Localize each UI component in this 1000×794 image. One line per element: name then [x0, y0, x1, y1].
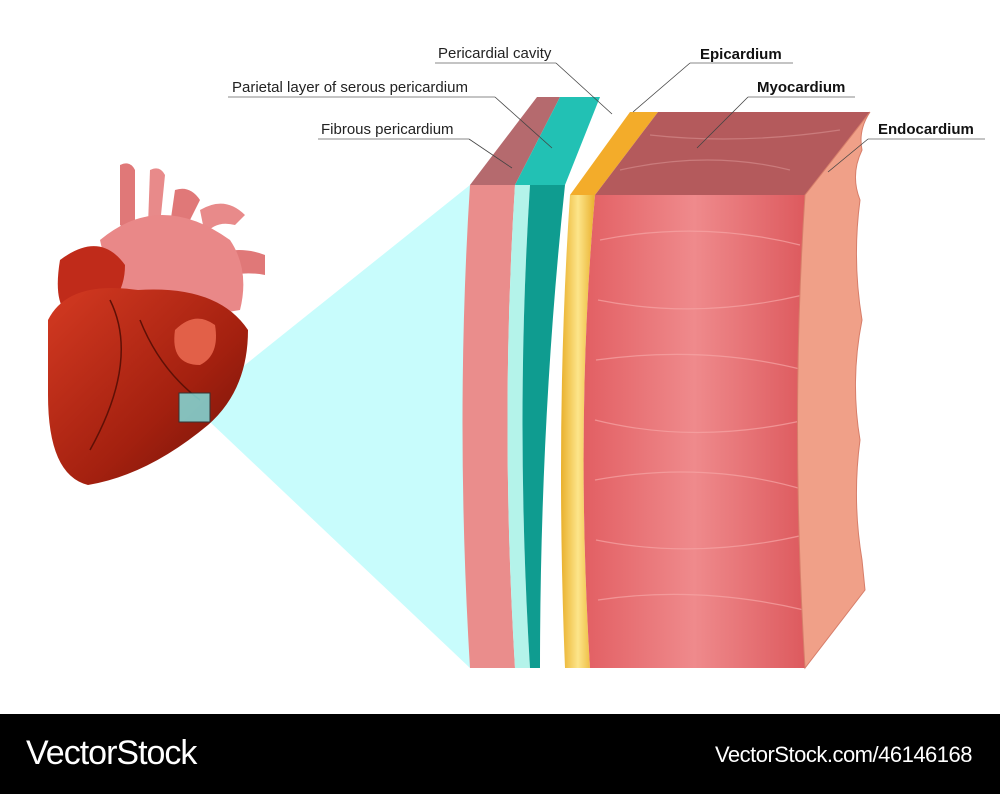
label-parietal-layer: Parietal layer of serous pericardium [228, 79, 553, 149]
magnifier-projection [210, 185, 470, 668]
image-id: VectorStock.com/46146168 [714, 742, 973, 767]
svg-text:Fibrous pericardium: Fibrous pericardium [321, 121, 454, 138]
label-epicardium: Epicardium [632, 46, 793, 113]
magnifier-square [178, 392, 211, 423]
fibrous-pericardium-layer [462, 97, 560, 668]
parietal-serous-layer [507, 97, 600, 668]
svg-text:Myocardium: Myocardium [757, 79, 845, 96]
endocardium-layer [797, 111, 871, 670]
svg-text:Endocardium: Endocardium [878, 121, 974, 138]
label-fibrous-pericardium: Fibrous pericardium [318, 121, 513, 169]
svg-text:Pericardial cavity: Pericardial cavity [438, 45, 552, 62]
heart-wall-diagram: Pericardial cavity Parietal layer of ser… [48, 45, 985, 670]
watermark-footer: VectorStock VectorStock.com/46146168 [0, 714, 1000, 794]
myocardium-layer [583, 112, 870, 668]
label-endocardium: Endocardium [827, 121, 985, 173]
brand-logo: VectorStock [26, 734, 197, 772]
epicardium-layer [561, 112, 658, 668]
svg-text:Epicardium: Epicardium [700, 46, 782, 63]
label-myocardium: Myocardium [696, 79, 855, 149]
svg-text:Parietal layer of serous peric: Parietal layer of serous pericardium [232, 79, 468, 96]
heart-illustration [48, 163, 265, 485]
label-pericardial-cavity: Pericardial cavity [435, 45, 613, 115]
